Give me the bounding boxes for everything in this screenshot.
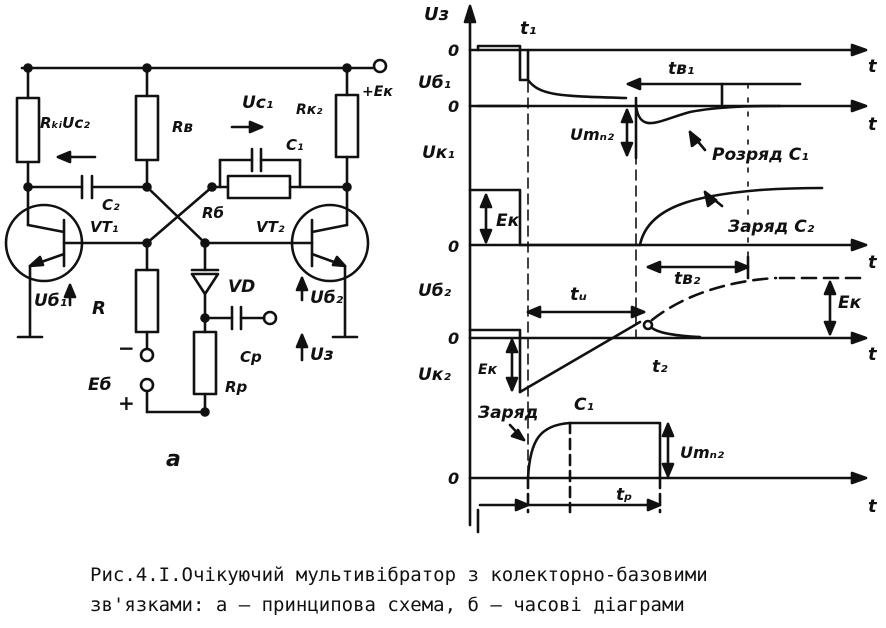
label-zero-5: 0 <box>448 469 459 488</box>
label-uv: Uз <box>310 345 334 365</box>
label-t-axis-3: t <box>868 252 878 273</box>
label-tu: tᵤ <box>570 284 587 305</box>
label-c2: C₂ <box>102 196 120 214</box>
label-uk1: Uк₁ <box>422 143 455 163</box>
label-rp: Rр <box>225 378 248 396</box>
label-tp: tₚ <box>616 485 632 505</box>
resistor-rb-right <box>226 174 292 200</box>
label-rk2: Rк₂ <box>296 102 323 118</box>
label-cp: Cр <box>240 348 262 366</box>
label-rb: Rб <box>202 204 224 222</box>
label-zero-2: 0 <box>448 97 459 116</box>
eb-plus-terminal <box>139 377 155 393</box>
label-zero-4: 0 <box>448 329 459 348</box>
label-r-b: Rв <box>172 118 193 136</box>
label-rozryad-c1: Розряд C₁ <box>712 145 809 165</box>
label-c1: C₁ <box>286 136 304 154</box>
label-eplus: +Eк <box>362 84 393 100</box>
label-um2-bottom: Umₙ₂ <box>680 443 724 462</box>
label-ub2: Uб₂ <box>310 288 344 308</box>
label-vd: VD <box>228 277 255 297</box>
label-t-axis-1: t <box>868 56 878 77</box>
label-um2: Umₙ₂ <box>570 125 614 144</box>
label-tv1: tв₁ <box>668 59 694 79</box>
label-uk2: Uк₂ <box>418 365 451 385</box>
label-uc1: Uc₁ <box>242 93 273 113</box>
trigger-input-terminal <box>262 310 278 326</box>
label-ub1: Uб₁ <box>34 291 67 311</box>
label-ub1: Uб₁ <box>418 73 451 93</box>
label-zero-3: 0 <box>448 237 459 256</box>
resistor-rp <box>192 330 218 396</box>
label-tv2: tв₂ <box>674 269 701 289</box>
resistor-rb-top <box>134 94 160 162</box>
caption-line-1: Рис.4.I.Очікуючий мультивібратор з колек… <box>90 564 708 586</box>
label-eb: Eб <box>88 375 111 395</box>
resistor-r <box>134 268 160 334</box>
label-ek-2: Eк <box>838 293 862 313</box>
label-panel-a: a <box>166 447 181 472</box>
label-ek-3: Eк <box>478 362 498 378</box>
timing-diagrams <box>463 4 868 534</box>
circuit-schematic <box>4 58 388 417</box>
label-zaryad: Заряд <box>477 403 538 423</box>
label-t1: t₁ <box>520 18 537 39</box>
schematic-labels: RₖᵢUc₂ Rв Rк₂ Uc₁ C₁ C₂ Rб VT₁ VT₂ +Eк U… <box>34 84 393 472</box>
figure-caption: Рис.4.I.Очікуючий мультивібратор з колек… <box>90 560 870 620</box>
label-t-axis-2: t <box>868 114 878 135</box>
label-plus: + <box>118 391 135 415</box>
caption-line-2: зв'язками: а – принципова схема, б – час… <box>90 594 685 616</box>
label-t-axis-5: t <box>868 496 878 517</box>
label-r: R <box>92 298 106 319</box>
resistor-rk1 <box>15 96 41 164</box>
timing-labels: Uз t₁ 0 t Uб₁ tв₁ 0 t Umₙ₂ Розряд C₁ Uк₁… <box>418 4 878 517</box>
label-vt2: VT₂ <box>256 218 285 236</box>
label-minus: − <box>118 336 135 360</box>
label-uz: Uз <box>424 4 449 25</box>
label-zero-1: 0 <box>448 41 459 60</box>
label-t2: t₂ <box>652 357 668 377</box>
label-vt1: VT₁ <box>90 218 118 236</box>
label-zaryad-c2: Заряд C₂ <box>727 217 815 237</box>
label-c1-bottom: C₁ <box>574 395 594 415</box>
resistor-rk2 <box>334 93 360 159</box>
supply-terminal <box>372 58 388 74</box>
label-ek-1: Eк <box>496 211 520 231</box>
label-t-axis-4: t <box>868 344 878 365</box>
label-ub2: Uб₂ <box>418 281 452 301</box>
eb-minus-terminal <box>139 347 155 363</box>
label-rk1-uc2: RₖᵢUc₂ <box>40 114 90 132</box>
